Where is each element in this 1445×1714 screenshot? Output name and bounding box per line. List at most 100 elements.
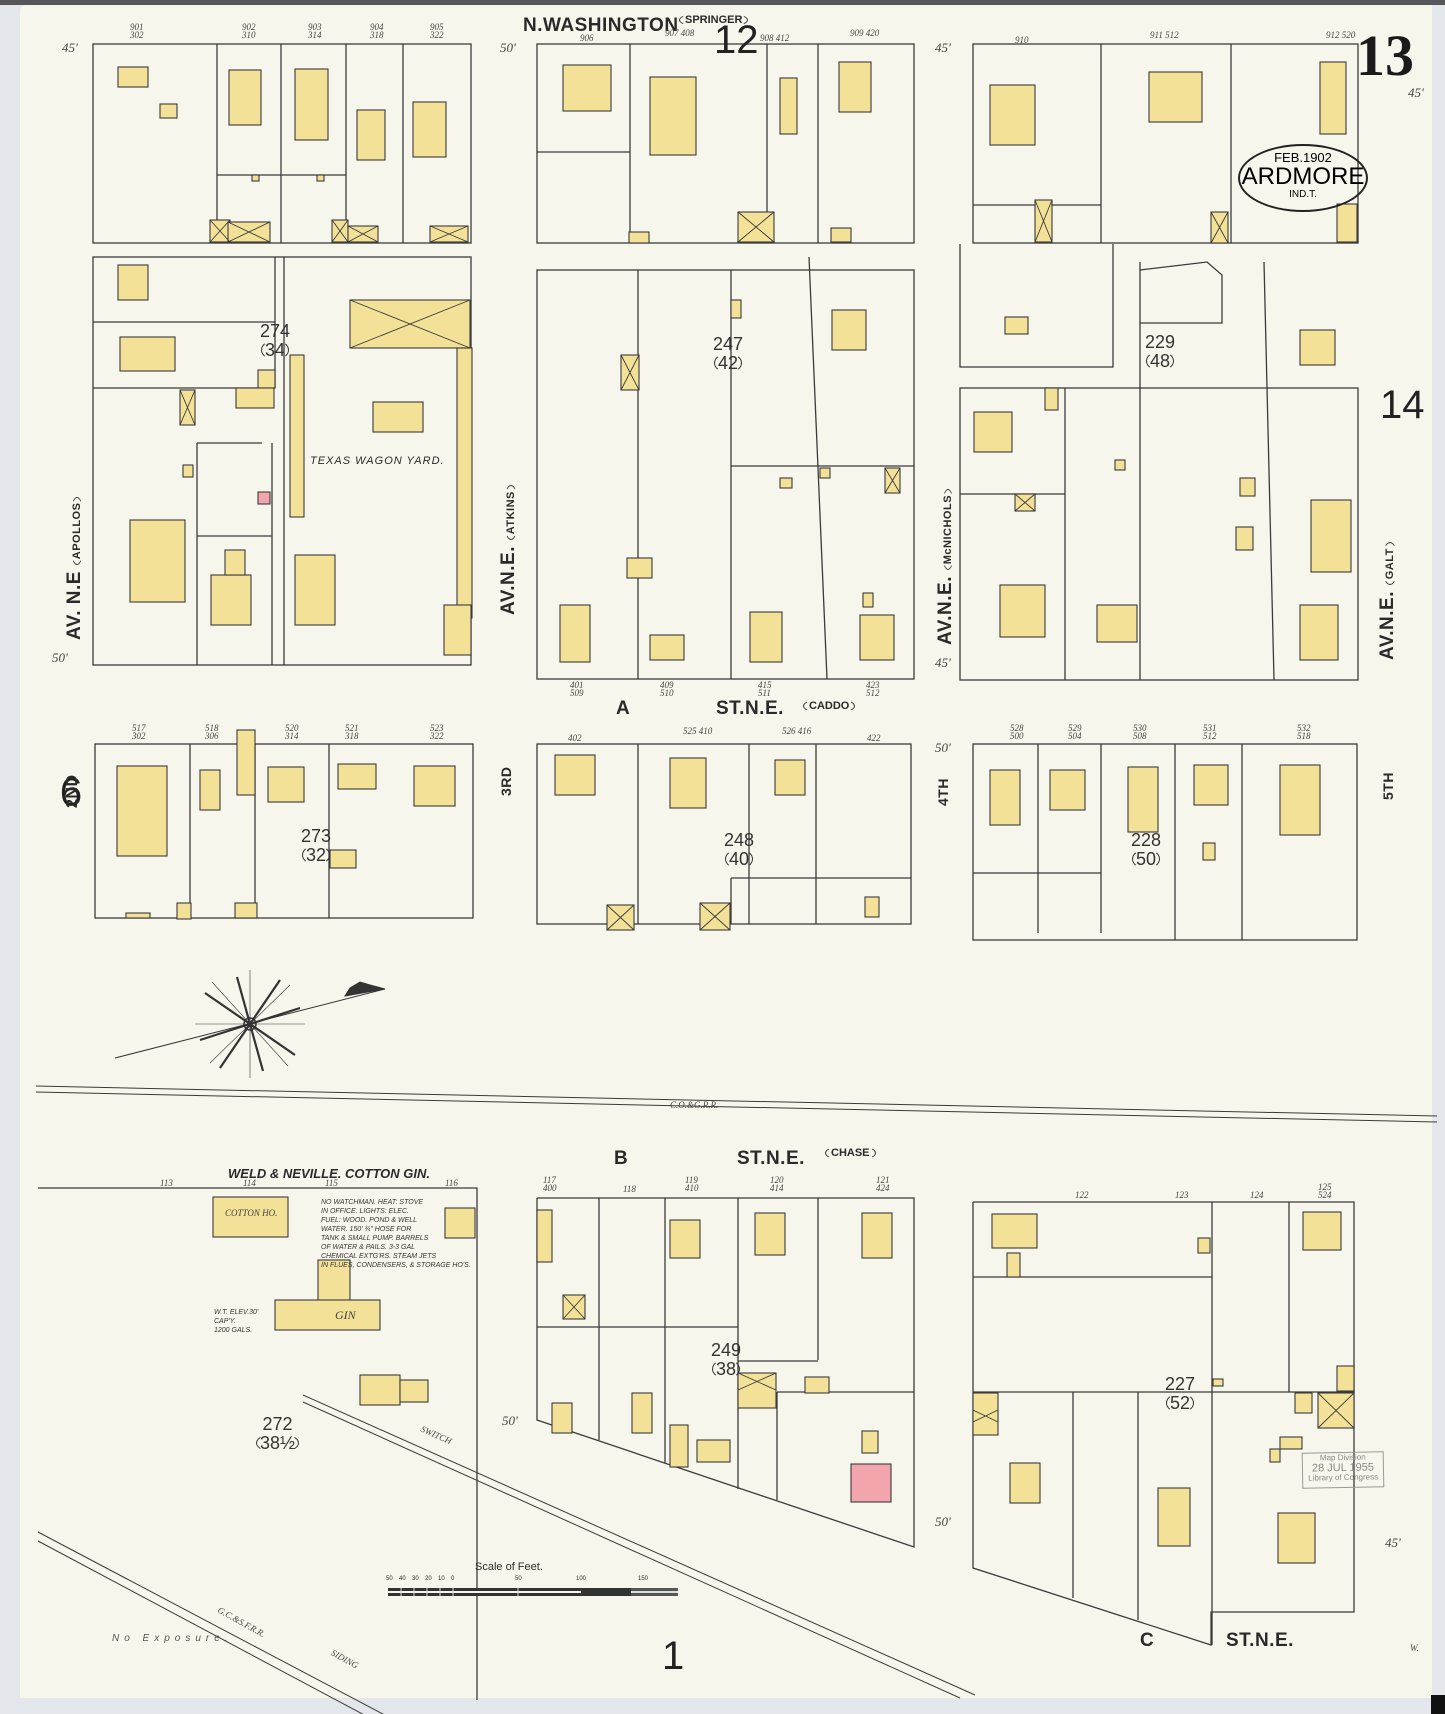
address-label: 909 420	[850, 28, 880, 38]
avenue-5th-name: AV.N.E. GALT	[1377, 542, 1399, 660]
address-label: 910	[1015, 35, 1029, 45]
title-territory: IND.T.	[1289, 189, 1317, 200]
address-label: 526 416	[782, 726, 812, 736]
avenue-3rd-name: AV.N.E. ATKINS	[498, 485, 520, 615]
street-a-name: ST.N.E.	[716, 698, 784, 719]
dimension-label: 45'	[935, 655, 951, 670]
dimension-label: 45'	[935, 40, 951, 55]
dimension-label: 45'	[1385, 1535, 1401, 1550]
address-label: 114	[243, 1178, 256, 1188]
no-exposure-label: No Exposure.	[112, 1633, 233, 1644]
street-a-alias: CADDO	[803, 698, 856, 714]
avenue-5th-ordinal: 5TH	[1380, 772, 1396, 800]
scale-tick: 0	[451, 1576, 455, 1582]
title-city: ARDMORE	[1241, 163, 1365, 190]
water-tank-label: W.T. ELEV.30'CAP'Y.1200 GALS.	[214, 1309, 259, 1334]
adjacent-sheet-bottom[interactable]: 1	[662, 1634, 685, 1678]
address-label: 911 512	[1150, 30, 1179, 40]
gin-label: GIN	[335, 1308, 356, 1322]
corner-mark: W.	[1410, 1643, 1419, 1653]
address-label: 907 408	[665, 28, 695, 38]
address-label: 113	[160, 1178, 173, 1188]
scale-tick: 150	[638, 1576, 649, 1582]
address-label: 115	[325, 1178, 338, 1188]
street-b-alias: CHASE	[825, 1145, 876, 1161]
street-b-letter: B	[614, 1148, 629, 1169]
dimension-label: 50'	[935, 1514, 951, 1529]
scanner-edge-right	[1431, 1695, 1445, 1714]
street-c-letter: C	[1140, 1630, 1155, 1651]
buildings	[116, 61, 1358, 1564]
street-b-name: ST.N.E.	[737, 1148, 805, 1169]
title-cartouche: FEB.1902 ARDMORE IND.T.	[1238, 144, 1368, 212]
address-label: 402	[568, 733, 582, 743]
address-label: 116	[445, 1178, 458, 1188]
weld-neville-label: WELD & NEVILLE. COTTON GIN.	[228, 1166, 430, 1181]
adjacent-sheet-right[interactable]: 14	[1380, 383, 1425, 427]
scale-title: Scale of Feet.	[475, 1561, 543, 1573]
block-outline	[92, 43, 472, 244]
address-label: 124	[1250, 1190, 1264, 1200]
cotton-house-label: COTTON HO.	[225, 1208, 278, 1218]
scale-tick: 50	[386, 1576, 393, 1582]
scale-tick: 10	[438, 1576, 445, 1582]
address-label: 118	[623, 1184, 636, 1194]
address-label: 908 412	[760, 33, 790, 43]
street-n-washington: N.WASHINGTON	[523, 15, 679, 36]
scale-tick: 100	[576, 1576, 587, 1582]
dimension-label: 45'	[1408, 85, 1424, 100]
dimension-label: 50'	[502, 1413, 518, 1428]
street-c-name: ST.N.E.	[1226, 1630, 1294, 1651]
address-label: 422	[867, 733, 881, 743]
block-outline	[536, 269, 915, 680]
scale-tick: 30	[412, 1576, 419, 1582]
scale-tick: 40	[399, 1576, 406, 1582]
block-outline	[959, 387, 1359, 681]
address-label: 912 520	[1326, 30, 1356, 40]
block-outline	[536, 43, 915, 244]
avenue-4th-name: AV.N.E. McNICHOLS	[935, 488, 957, 645]
dimension-label: 50'	[500, 40, 516, 55]
address-label: 525 410	[683, 726, 713, 736]
avenue-3rd-ordinal: 3RD	[498, 766, 514, 796]
street-n-washington-alias: SPRINGER	[679, 12, 749, 28]
block-outline	[94, 743, 474, 919]
block-outline	[972, 743, 1358, 941]
sheet-number: 13	[1356, 23, 1414, 88]
address-label: 122	[1075, 1190, 1089, 1200]
dimension-label: 45'	[62, 40, 78, 55]
address-label: 906	[580, 33, 594, 43]
scanner-edge	[0, 0, 1445, 5]
avenue-2nd-name: AV. N.E APOLLOS	[64, 496, 86, 640]
